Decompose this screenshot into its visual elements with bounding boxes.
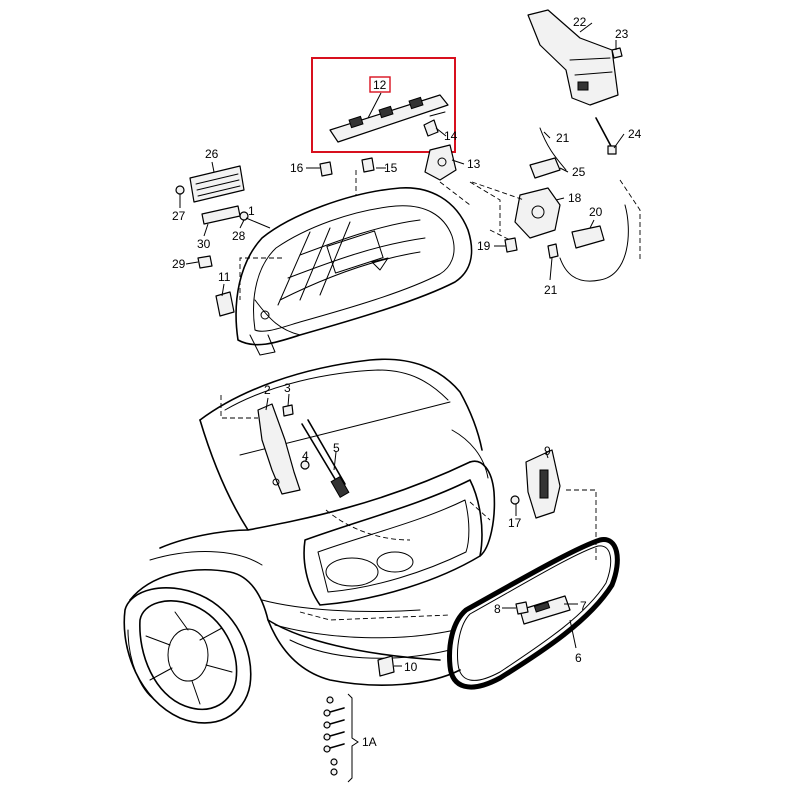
label-5: 5	[333, 441, 340, 455]
part-6-seal	[447, 537, 620, 690]
label-20: 20	[589, 205, 603, 219]
label-1: 1	[248, 204, 255, 218]
part-26-license-plate-light	[189, 165, 245, 203]
label-4: 4	[302, 449, 309, 463]
part-19-nut	[504, 237, 518, 253]
part-15-bushing	[361, 157, 375, 173]
part-12-trim-strip	[329, 94, 449, 143]
label-12: 12	[373, 78, 387, 92]
part-20-plate	[571, 225, 605, 249]
part-30-gasket	[201, 205, 241, 225]
label-18: 18	[568, 191, 582, 205]
label-22: 22	[573, 15, 587, 29]
label-25: 25	[572, 165, 586, 179]
part-3-nut	[282, 404, 294, 417]
part-23-nut	[611, 47, 623, 59]
label-27: 27	[172, 209, 186, 223]
part-14-clip	[423, 111, 446, 137]
label-13: 13	[467, 157, 481, 171]
part-10-buffer	[377, 655, 395, 677]
part-29-buffer	[197, 255, 213, 269]
label-30: 30	[197, 237, 211, 251]
label-15: 15	[384, 161, 398, 175]
part-18-latch	[514, 187, 561, 239]
part-5-gas-strut	[301, 419, 350, 498]
part-21-connector	[547, 243, 559, 259]
label-6: 6	[575, 651, 582, 665]
label-7: 7	[580, 599, 587, 613]
part-4-bolt	[300, 460, 310, 470]
part-21-cable-upper	[539, 127, 567, 171]
label-21a: 21	[556, 131, 570, 145]
part-22-bracket	[527, 9, 619, 106]
callout-labels: 1 1A 2 3 4 5 6 7 8 9 10 11 12 13 14 15 1…	[172, 15, 642, 749]
part-17-bolt	[510, 495, 520, 505]
rear-wheel	[123, 587, 252, 724]
part-25-lever	[529, 157, 561, 179]
label-16: 16	[290, 161, 304, 175]
part-9-hinge	[525, 449, 561, 519]
label-14: 14	[444, 129, 458, 143]
label-2: 2	[264, 383, 271, 397]
label-3: 3	[284, 381, 291, 395]
trunk-lid	[235, 187, 473, 356]
label-23: 23	[615, 27, 629, 41]
label-21b: 21	[544, 283, 558, 297]
part-8-clip	[515, 601, 529, 615]
label-8: 8	[494, 602, 501, 616]
part-27-screw	[175, 185, 185, 195]
label-9: 9	[544, 444, 551, 458]
part-21-cable-lower	[559, 204, 629, 282]
part-2-hinge	[257, 403, 301, 495]
part-11-bracket	[215, 291, 235, 317]
part-7-trunk-light	[519, 595, 571, 625]
leader-lines	[179, 22, 625, 667]
label-11: 11	[218, 270, 231, 284]
part-16-buffer	[319, 161, 333, 177]
part-13-lock	[424, 144, 457, 181]
label-28: 28	[232, 229, 246, 243]
part-1a-bolt-set	[323, 693, 359, 783]
highlight-box	[311, 57, 456, 153]
label-10: 10	[404, 660, 418, 674]
label-29: 29	[172, 257, 186, 271]
car-body	[129, 358, 496, 686]
part-24-bolt	[595, 117, 617, 155]
label-26: 26	[205, 147, 219, 161]
label-17: 17	[508, 516, 522, 530]
label-box-12	[369, 76, 391, 93]
label-24: 24	[628, 127, 642, 141]
label-1a: 1A	[362, 735, 377, 749]
label-19: 19	[477, 239, 491, 253]
